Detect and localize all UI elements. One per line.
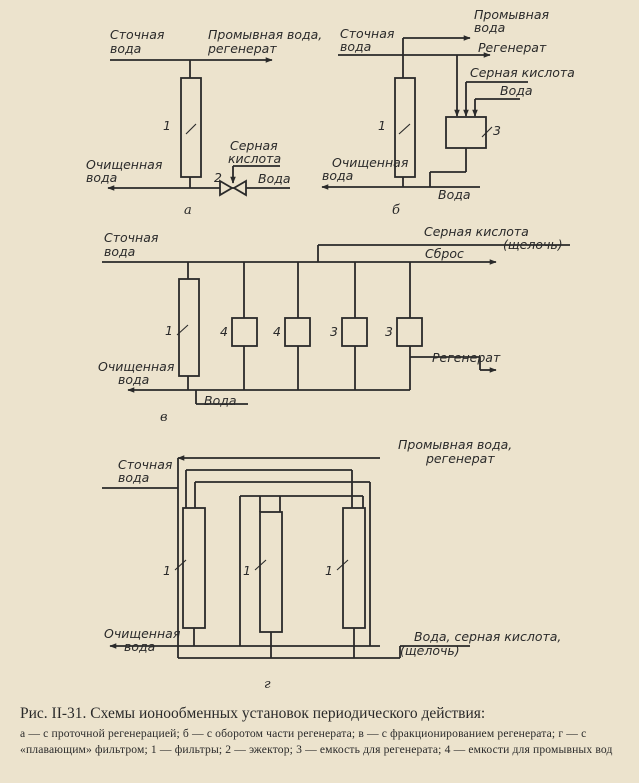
- v-inlet-line2: вода: [104, 244, 135, 259]
- a-top-out-line1: Промывная вода,: [208, 27, 322, 42]
- a-outlet-line2: вода: [86, 170, 117, 185]
- g-top-out-label: Промывная вода,регенерат: [398, 437, 512, 466]
- v-acid-label: Серная кислота(щелочь): [424, 224, 563, 252]
- b-water-top-label: Вода: [500, 83, 533, 98]
- b-sub-label: б: [392, 203, 400, 218]
- b-tank-number: 3: [493, 123, 501, 138]
- b-inlet-line1: Сточная: [340, 26, 395, 41]
- v-outlet-line1: Очищенная: [98, 359, 175, 374]
- a-sub-label: а: [184, 203, 192, 218]
- v-regen-label: Регенерат: [432, 350, 501, 365]
- scheme-b-filter: [394, 77, 416, 178]
- scheme-g-filter-2: [259, 511, 283, 633]
- scheme-v: [102, 244, 570, 405]
- v-tank-number-4: 3: [385, 324, 393, 339]
- a-acid-line2: кислота: [228, 151, 281, 166]
- scheme-g-f3-leader: [336, 559, 349, 571]
- b-wash-line2: вода: [474, 20, 505, 35]
- g-sub-label: г: [264, 677, 271, 692]
- scheme-b-tank: [445, 116, 487, 149]
- scheme-v-tank-4: [396, 317, 423, 347]
- g-reagent-label: Вода, серная кислота,(щелочь): [400, 629, 561, 658]
- b-regen-label: Регенерат: [478, 40, 547, 55]
- a-acid-line1: Серная: [230, 138, 278, 153]
- v-inlet-line1: Сточная: [104, 230, 159, 245]
- scheme-g: [102, 455, 470, 659]
- scheme-g-filter-3: [342, 507, 366, 629]
- v-tank-number-1: 4: [220, 324, 228, 339]
- caption-body: а — с проточной регенерацией; б — с обор…: [20, 727, 613, 756]
- scheme-b: [321, 35, 528, 190]
- scheme-g-f1-leader: [174, 559, 187, 571]
- scheme-a-ejector-right: [232, 179, 247, 197]
- b-wash-line1: Промывная: [474, 7, 549, 22]
- b-filter-number: 1: [378, 118, 386, 133]
- scheme-b-filter-leader: [398, 123, 411, 135]
- caption-title: Рис. II-31. Схемы ионообменных установок…: [20, 705, 486, 722]
- v-water-label: Вода: [204, 393, 237, 408]
- v-filter-number: 1: [165, 323, 173, 338]
- b-inlet-line2: вода: [340, 39, 371, 54]
- b-outlet-line2: вода: [322, 168, 353, 183]
- g-reagent-line1: Вода, серная кислота,: [414, 629, 561, 644]
- g-outlet-line1: Очищенная: [104, 626, 181, 641]
- a-outlet-line1: Очищенная: [86, 157, 163, 172]
- g-reagent-line2: (щелочь): [400, 643, 460, 658]
- a-top-out-label: Промывная вода,регенерат: [207, 27, 322, 56]
- g-filter-number-1: 1: [163, 563, 171, 578]
- a-inlet-line2: вода: [110, 41, 141, 56]
- g-inlet-line1: Сточная: [118, 457, 173, 472]
- g-outlet-line2: вода: [124, 639, 155, 654]
- g-filter-number-2: 1: [243, 563, 251, 578]
- a-inlet-line1: Сточная: [110, 27, 165, 42]
- a-ejector-number: 2: [214, 170, 222, 185]
- scheme-v-filter-leader: [176, 324, 189, 336]
- scheme-a-ejector-left: [219, 179, 234, 197]
- g-top-out-line1: Промывная вода,: [398, 437, 512, 452]
- v-acid-line1: Серная кислота: [424, 224, 529, 239]
- b-outlet-line1: Очищенная: [332, 155, 409, 170]
- b-water-bottom-label: Вода: [438, 187, 471, 202]
- scheme-a: [107, 57, 290, 197]
- figure-caption: Рис. II-31. Схемы ионообменных установок…: [20, 704, 630, 758]
- a-filter-number: 1: [163, 118, 171, 133]
- scheme-v-tank-1: [231, 317, 258, 347]
- b-acid-label: Серная кислота: [470, 65, 575, 80]
- v-discharge-label: Сброс: [425, 246, 464, 261]
- v-sub-label: в: [160, 410, 168, 425]
- scheme-g-filter-1: [182, 507, 206, 629]
- g-top-out-line2: регенерат: [425, 451, 495, 466]
- scheme-b-tank-leader: [481, 126, 493, 138]
- scheme-v-tank-2: [284, 317, 311, 347]
- scheme-a-filter-leader: [185, 123, 197, 135]
- a-top-out-line2: регенерат: [207, 41, 277, 56]
- g-inlet-line2: вода: [118, 470, 149, 485]
- a-water-label: Вода: [258, 171, 291, 186]
- g-filter-number-3: 1: [325, 563, 333, 578]
- scheme-v-tank-3: [341, 317, 368, 347]
- v-tank-number-2: 4: [273, 324, 281, 339]
- v-acid-line2: (щелочь): [503, 237, 563, 252]
- v-tank-number-3: 3: [330, 324, 338, 339]
- scheme-v-filter: [178, 278, 200, 377]
- scheme-a-filter: [180, 77, 202, 178]
- v-outlet-line2: вода: [118, 372, 149, 387]
- scheme-g-f2-leader: [254, 559, 267, 571]
